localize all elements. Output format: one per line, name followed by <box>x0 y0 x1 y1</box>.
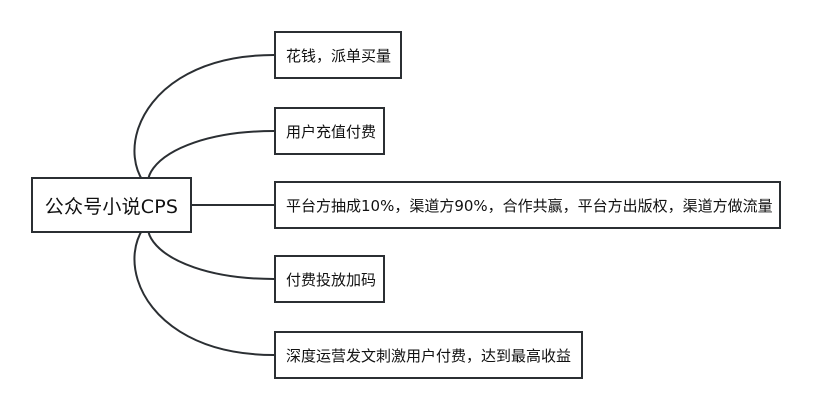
branch-node-spend-buy-traffic: 花钱，派单买量 <box>274 31 402 79</box>
branch-node-label: 付费投放加码 <box>286 270 377 289</box>
branch-node-user-recharge: 用户充值付费 <box>274 107 385 155</box>
branch-node-increase-ad-spend: 付费投放加码 <box>274 255 385 303</box>
root-node: 公众号小说CPS <box>31 177 192 233</box>
root-node-label: 公众号小说CPS <box>44 195 179 218</box>
branch-node-deep-operation: 深度运营发文刺激用户付费，达到最高收益 <box>274 331 583 379</box>
branch-node-label: 花钱，派单买量 <box>286 46 392 65</box>
branch-node-label: 用户充值付费 <box>286 122 377 141</box>
branch-node-label: 平台方抽成10%，渠道方90%，合作共赢，平台方出版权，渠道方做流量 <box>286 196 773 215</box>
branch-node-label: 深度运营发文刺激用户付费，达到最高收益 <box>286 346 572 365</box>
branch-node-revenue-split: 平台方抽成10%，渠道方90%，合作共赢，平台方出版权，渠道方做流量 <box>274 181 781 229</box>
